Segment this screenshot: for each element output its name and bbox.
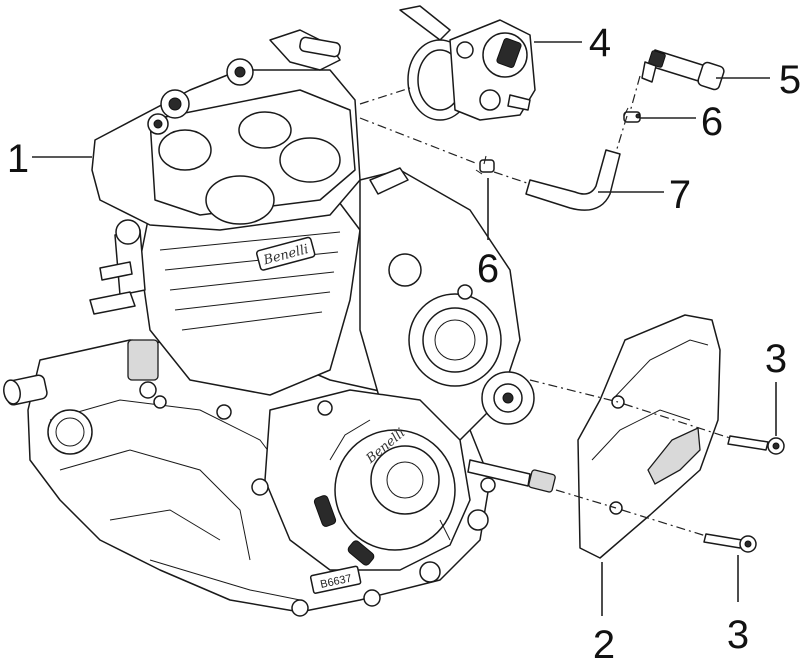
vacuum-hose (525, 149, 621, 211)
callout-4: 4 (589, 21, 611, 65)
callout-3-upper: 3 (765, 337, 787, 381)
callout-6-upper: 6 (701, 100, 723, 144)
sprocket-cover (577, 314, 721, 559)
callout-2: 2 (593, 623, 615, 667)
bolt-lower (703, 533, 757, 553)
engine-assembly: Benelli Benelli (3, 29, 556, 617)
callout-numbers: 1 2 3 3 4 5 6 6 7 (7, 21, 801, 667)
throttle-body (399, 5, 536, 121)
hose-clamp-upper (623, 107, 641, 123)
callout-5: 5 (779, 58, 801, 102)
callout-6-lower: 6 (477, 247, 499, 291)
hose-clamp-lower (475, 155, 495, 175)
callout-7: 7 (669, 173, 691, 217)
assembly-lines (359, 75, 731, 537)
leader-lines (32, 41, 777, 616)
callout-3-lower: 3 (727, 613, 749, 657)
sensor (641, 49, 725, 91)
bolt-upper (727, 435, 785, 455)
callout-1: 1 (7, 137, 29, 181)
